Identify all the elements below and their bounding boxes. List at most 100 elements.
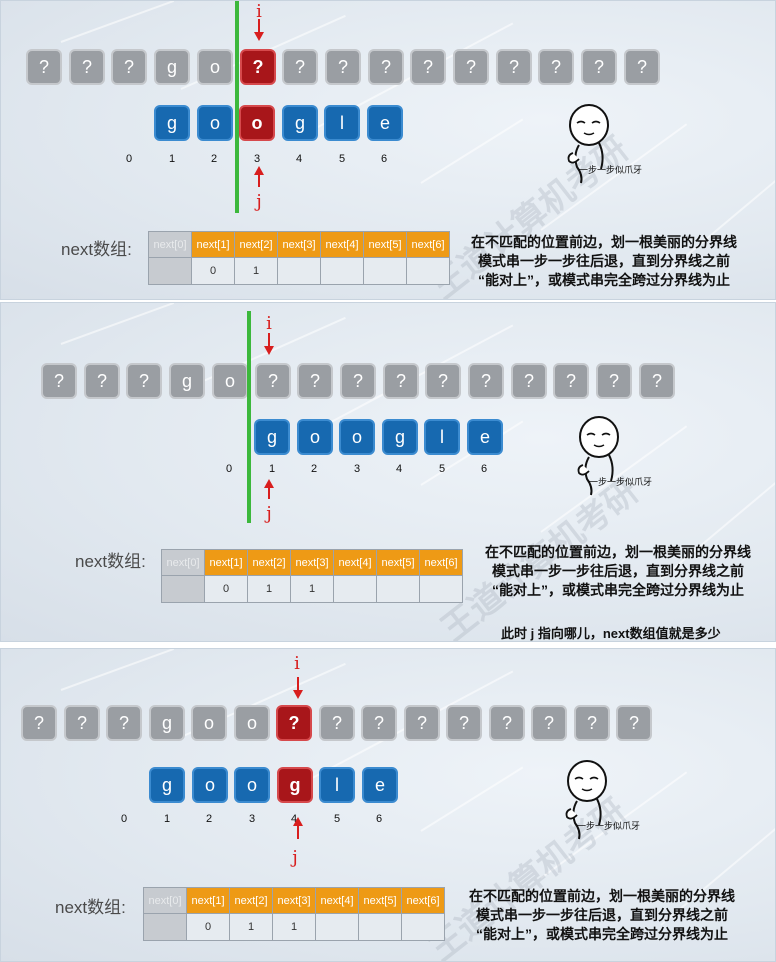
text-cell-mismatch: ? <box>276 705 312 741</box>
pattern-index: 2 <box>210 153 218 165</box>
pattern-cell: e <box>367 105 403 141</box>
text-cell: ? <box>383 363 419 399</box>
i-pointer-label: i <box>266 313 272 334</box>
meme-sticker: 一步一步似爪牙 <box>557 753 647 843</box>
next-array-value <box>333 575 377 603</box>
next-array-header: next[0] <box>161 549 205 576</box>
explanation-text: 在不匹配的位置前边，划一根美丽的分界线模式串一步一步往后退，直到分界线之前“能对… <box>473 543 763 600</box>
text-cell: ? <box>319 705 355 741</box>
text-cell: ? <box>297 363 333 399</box>
explanation-text: 在不匹配的位置前边，划一根美丽的分界线模式串一步一步往后退，直到分界线之前“能对… <box>459 233 749 290</box>
pattern-index: 1 <box>168 153 176 165</box>
background-streak <box>60 649 175 691</box>
next-array-header: next[5] <box>358 887 402 914</box>
next-array-table: next[0]next[1]next[2]next[3]next[4]next[… <box>143 887 445 941</box>
pattern-cell: o <box>234 767 270 803</box>
next-array-header: next[4] <box>315 887 359 914</box>
text-cell: o <box>212 363 248 399</box>
next-array-header: next[3] <box>290 549 334 576</box>
text-cell: ? <box>41 363 77 399</box>
text-cell: o <box>197 49 233 85</box>
text-cell: ? <box>511 363 547 399</box>
pattern-cell: o <box>339 419 375 455</box>
text-cell: ? <box>111 49 147 85</box>
meme-sticker: 一步一步似爪牙 <box>559 97 649 187</box>
next-array-label: next数组: <box>61 240 132 259</box>
j-pointer-arrow <box>297 825 299 839</box>
j-pointer-label: j <box>266 503 272 524</box>
arrow-up-icon <box>264 479 274 488</box>
i-pointer-label: i <box>256 1 262 22</box>
next-array-header: next[3] <box>272 887 316 914</box>
pattern-index: 2 <box>205 813 213 825</box>
pattern-index: 3 <box>353 463 361 475</box>
text-cell: ? <box>596 363 632 399</box>
text-cell: ? <box>361 705 397 741</box>
conclusion-text: 此时 j 指向哪儿，next数组值就是多少 <box>501 626 721 641</box>
meme-sticker: 一步一步似爪牙 <box>569 409 659 499</box>
background-streak <box>420 118 524 184</box>
pattern-index: 5 <box>333 813 341 825</box>
i-pointer-arrow <box>268 333 270 347</box>
next-array-value <box>419 575 463 603</box>
text-cell: ? <box>410 49 446 85</box>
text-cell: ? <box>340 363 376 399</box>
next-array-value <box>277 257 321 285</box>
text-cell-mismatch: ? <box>240 49 276 85</box>
text-cell: o <box>234 705 270 741</box>
pattern-index: 4 <box>395 463 403 475</box>
pattern-cell: o <box>297 419 333 455</box>
text-cell: ? <box>453 49 489 85</box>
meme-face-icon <box>565 760 607 840</box>
pattern-cell: l <box>319 767 355 803</box>
text-cell: ? <box>255 363 291 399</box>
next-array-value <box>401 913 445 941</box>
text-cell: ? <box>574 705 610 741</box>
background-streak <box>60 1 175 43</box>
text-cell: o <box>191 705 227 741</box>
pattern-cell: l <box>324 105 360 141</box>
next-array-header: next[4] <box>320 231 364 258</box>
boundary-line <box>235 1 239 213</box>
text-cell: ? <box>538 49 574 85</box>
text-cell: ? <box>468 363 504 399</box>
next-array-header: next[2] <box>247 549 291 576</box>
next-array-value <box>161 575 205 603</box>
next-array-value <box>320 257 364 285</box>
next-array-value: 0 <box>186 913 230 941</box>
pattern-index: 0 <box>125 153 133 165</box>
pattern-cell: l <box>424 419 460 455</box>
text-cell: ? <box>21 705 57 741</box>
text-cell: ? <box>106 705 142 741</box>
next-array-header: next[1] <box>186 887 230 914</box>
next-array-value <box>363 257 407 285</box>
next-array-value: 1 <box>229 913 273 941</box>
next-array-value <box>406 257 450 285</box>
text-cell: ? <box>64 705 100 741</box>
explanation-line: 模式串一步一步往后退，直到分界线之前 <box>476 907 728 923</box>
text-cell: g <box>169 363 205 399</box>
text-cell: ? <box>282 49 318 85</box>
next-array-header-row: next[0]next[1]next[2]next[3]next[4]next[… <box>148 231 450 258</box>
meme-caption: 一步一步似爪牙 <box>577 821 641 831</box>
text-cell: ? <box>624 49 660 85</box>
next-array-header-row: next[0]next[1]next[2]next[3]next[4]next[… <box>161 549 463 576</box>
next-array-value <box>148 257 192 285</box>
i-pointer-arrow <box>258 19 260 33</box>
j-pointer-label: j <box>292 847 298 868</box>
pattern-index: 1 <box>268 463 276 475</box>
pattern-index: 3 <box>253 153 261 165</box>
text-cell: g <box>149 705 185 741</box>
text-cell: ? <box>69 49 105 85</box>
arrow-down-icon <box>254 32 264 41</box>
text-cell: ? <box>446 705 482 741</box>
pattern-index: 6 <box>480 463 488 475</box>
text-cell: ? <box>126 363 162 399</box>
pattern-cell: g <box>254 419 290 455</box>
next-array-value: 0 <box>191 257 235 285</box>
next-array-table: next[0]next[1]next[2]next[3]next[4]next[… <box>161 549 463 603</box>
